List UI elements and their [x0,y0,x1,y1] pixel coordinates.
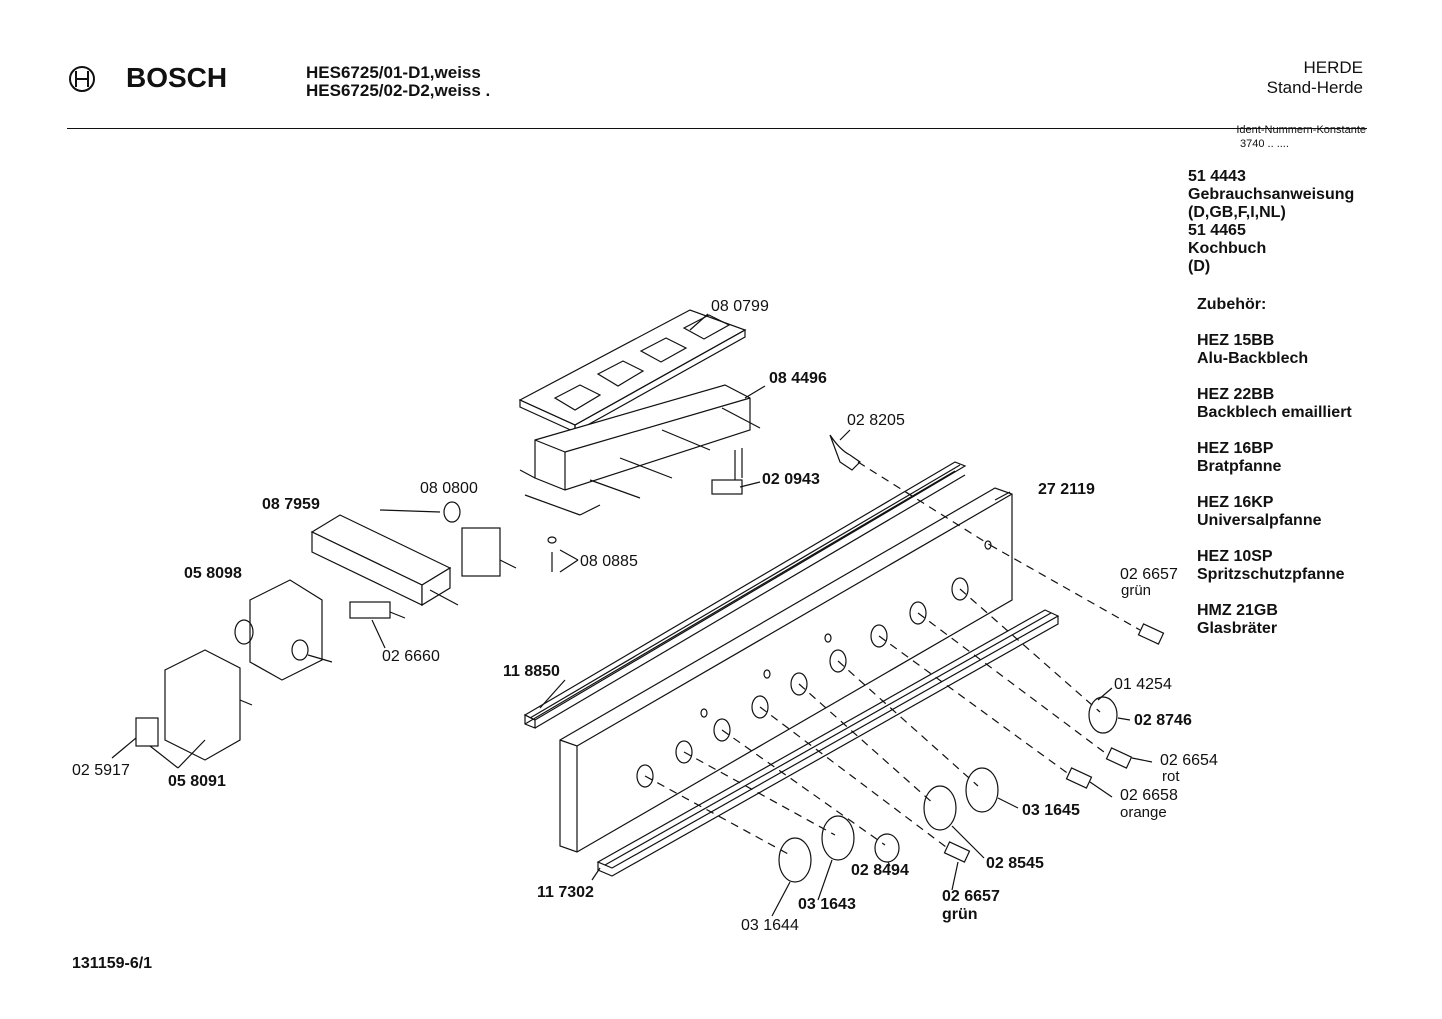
part-label: 11 8850 [503,663,560,680]
spring [379,501,461,523]
accessory-code: HEZ 10SP [1197,548,1273,565]
part-label: 02 6654 [1160,752,1218,769]
accessory-name: Backblech emailliert [1197,404,1352,421]
part-label: 27 2119 [1038,481,1095,498]
part-label: 02 8205 [847,412,905,429]
part-label: 03 1643 [798,896,856,913]
cookbook-language: (D) [1188,258,1211,275]
terminal-block [310,514,459,607]
category-subtitle: Stand-Herde [1266,78,1363,97]
switch-contact [349,601,406,619]
part-color: orange [1120,804,1167,821]
part-label: 05 8098 [184,565,242,582]
cookbook-number: 51 4465 [1188,222,1246,239]
part-label: 02 5917 [72,762,130,779]
header-rule [67,128,1367,129]
part-label: 02 8746 [1134,712,1192,729]
model-line-1: HES6725/01-D1,weiss [306,63,481,82]
timer [234,579,333,681]
upper-rail [523,461,967,729]
accessory-code: HMZ 21GB [1197,602,1278,619]
accessory-name: Alu-Backblech [1197,350,1309,367]
part-label: 03 1644 [741,917,799,934]
assembly-lines [644,461,1141,856]
accessory-code: HEZ 15BB [1197,332,1275,349]
accessory-name: Bratpfanne [1197,458,1282,475]
oven-cover-frame [518,309,747,434]
accessories-heading: Zubehör: [1197,296,1267,313]
part-label: 08 7959 [262,496,320,513]
part-label: 02 6657 [1120,566,1178,583]
accessory-code: HEZ 16BP [1197,440,1274,457]
bosch-logo-icon [69,66,95,92]
switch-block [519,384,761,516]
part-label: 05 8091 [168,773,226,790]
part-label: 02 8494 [851,862,909,879]
thermostat [461,527,517,577]
accessory-name: Universalpfanne [1197,512,1322,529]
accessory-name: Glasbräter [1197,620,1278,637]
part-label: 01 4254 [1114,676,1172,693]
cookbook-title: Kochbuch [1188,240,1267,257]
knobs [778,696,1118,883]
part-label: 08 0800 [420,480,478,497]
manual-title: Gebrauchsanweisung [1188,186,1355,203]
part-label: 11 7302 [537,884,594,901]
part-color: grün [942,906,978,923]
part-label: 03 1645 [1022,802,1080,819]
microswitch [135,717,159,747]
manual-number: 51 4443 [1188,168,1246,185]
model-line-2: HES6725/02-D2,weiss . [306,81,491,100]
part-color: rot [1162,768,1180,785]
part-label: 02 6657 [942,888,1000,905]
small-switch [711,448,743,495]
drawing-number: 131159-6/1 [72,955,153,972]
accessory-code: HEZ 22BB [1197,386,1275,403]
ident-label: Ident-Nummern-Konstante [1236,124,1366,136]
screw [547,536,557,572]
lamp-holder [829,434,861,471]
part-label: 02 6660 [382,648,440,665]
control-panel [559,487,1013,853]
brand-name: BOSCH [126,62,228,93]
part-label: 02 0943 [762,471,820,488]
accessory-name: Spritzschutzpfanne [1197,566,1345,583]
part-label: 08 0799 [711,298,769,315]
accessory-code: HEZ 16KP [1197,494,1274,511]
part-label: 02 6658 [1120,787,1178,804]
pilot-lamps [943,623,1165,863]
lower-rail [596,609,1060,877]
ident-value: 3740 .. .... [1240,138,1289,150]
mounting-bracket [164,649,253,761]
leader-lines [111,313,1153,917]
part-color: grün [1121,582,1152,599]
part-label: 02 8545 [986,855,1044,872]
category-title: HERDE [1303,58,1363,77]
panel-holes [636,540,992,788]
manual-languages: (D,GB,F,I,NL) [1188,204,1286,221]
part-label: 08 4496 [769,370,827,387]
part-label: 08 0885 [580,553,638,570]
